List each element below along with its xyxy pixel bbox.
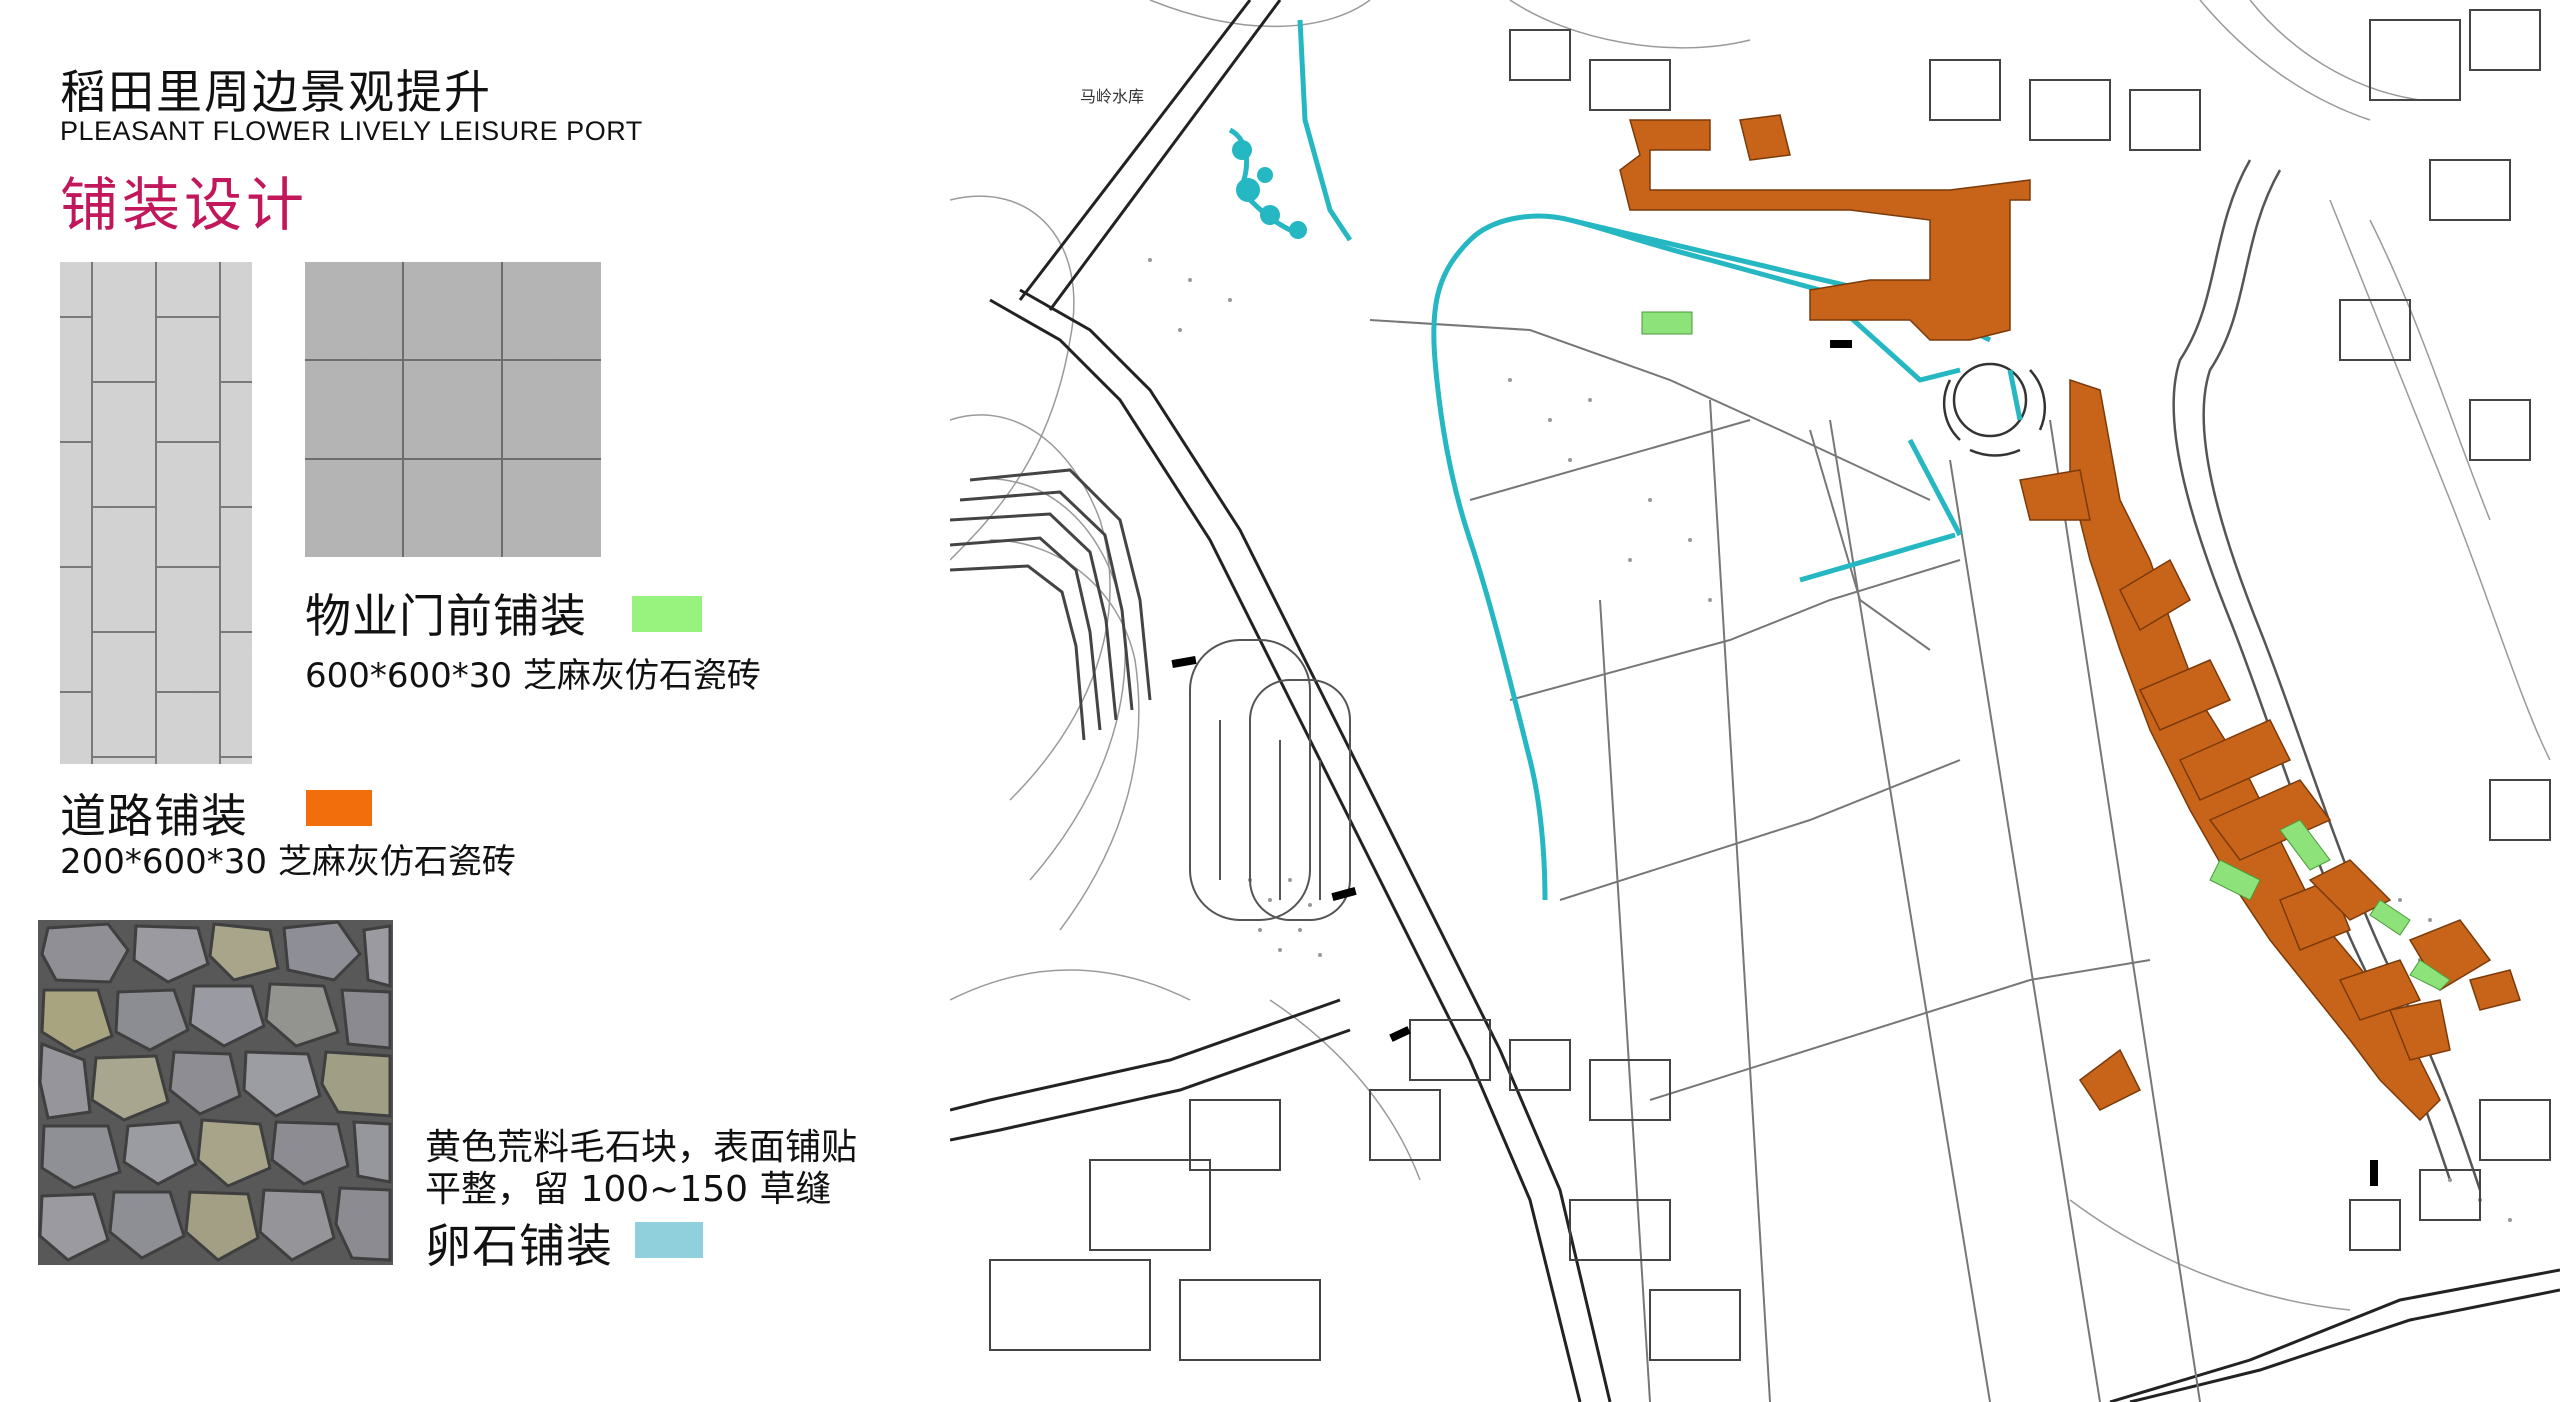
pebble-paving-swatch — [635, 1222, 703, 1258]
site-plan-map: 马岭水库 — [950, 0, 2560, 1402]
pebble-paving-desc-line2: 平整，留 100~150 草缝 — [425, 1169, 832, 1210]
pebble-tile-sample — [38, 920, 393, 1265]
road-tile-sample — [60, 262, 252, 764]
road-paving-label: 道路铺装 — [60, 789, 248, 843]
property-paving-spec: 600*600*30 芝麻灰仿石瓷砖 — [305, 656, 761, 696]
site-plan-drawing: 马岭水库 — [950, 0, 2560, 1402]
reservoir-label: 马岭水库 — [1080, 87, 1144, 106]
pebble-paving-label: 卵石铺装 — [425, 1219, 613, 1273]
pebble-paving-desc-line1: 黄色荒料毛石块，表面铺贴 — [425, 1127, 858, 1168]
section-title: 铺装设计 — [60, 171, 309, 239]
road-paving-swatch — [306, 790, 372, 826]
road-paving-spec: 200*600*30 芝麻灰仿石瓷砖 — [60, 842, 516, 882]
property-paving-swatch — [632, 596, 702, 632]
property-tile-sample — [305, 262, 601, 557]
page-title: 稻田里周边景观提升 — [60, 65, 492, 119]
property-paving-label: 物业门前铺装 — [305, 589, 587, 643]
page-subtitle: PLEASANT FLOWER LIVELY LEISURE PORT — [60, 116, 643, 146]
